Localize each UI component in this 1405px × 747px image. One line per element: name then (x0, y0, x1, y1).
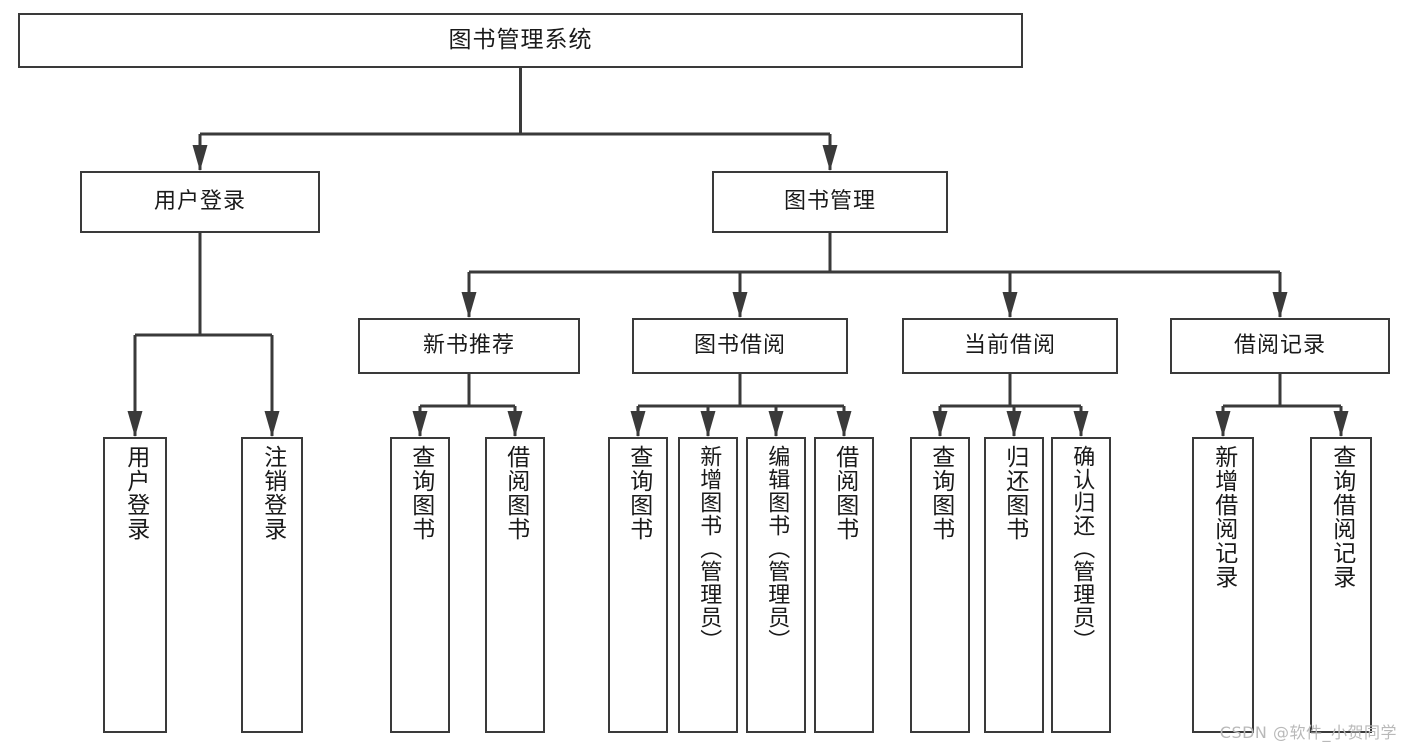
node-l-nb-borrow[interactable]: 借阅图书 (485, 437, 545, 733)
node-label: 新书推荐 (422, 333, 515, 359)
watermark-label: CSDN @软件_小贺同学 (1219, 723, 1397, 742)
node-bookmgmt[interactable]: 图书管理 (712, 171, 948, 233)
node-label: 当前借阅 (963, 333, 1056, 359)
node-records[interactable]: 借阅记录 (1170, 318, 1390, 374)
node-l-login[interactable]: 用户登录 (103, 437, 167, 733)
node-label: 注销登录 (259, 445, 286, 541)
node-label: 借阅图书 (831, 445, 858, 541)
node-label: 查询图书 (407, 445, 434, 541)
node-newbook[interactable]: 新书推荐 (358, 318, 580, 374)
node-l-rc-add[interactable]: 新增借阅记录 (1192, 437, 1254, 733)
node-label: 借阅记录 (1233, 333, 1326, 359)
node-borrow[interactable]: 图书借阅 (632, 318, 848, 374)
node-l-bw-add[interactable]: 新增图书（管理员） (678, 437, 738, 733)
node-label: 确认归还（管理员） (1069, 445, 1095, 652)
node-root[interactable]: 图书管理系统 (18, 13, 1023, 68)
node-label: 用户登录 (122, 445, 149, 541)
node-label: 用户登录 (153, 189, 246, 215)
node-current[interactable]: 当前借阅 (902, 318, 1118, 374)
node-label: 图书管理 (783, 189, 876, 215)
node-label: 归还图书 (1001, 445, 1028, 541)
node-label: 新增图书（管理员） (696, 445, 722, 652)
node-l-bw-lend[interactable]: 借阅图书 (814, 437, 874, 733)
node-l-nb-query[interactable]: 查询图书 (390, 437, 450, 733)
node-l-rc-query[interactable]: 查询借阅记录 (1310, 437, 1372, 733)
node-login[interactable]: 用户登录 (80, 171, 320, 233)
node-label: 查询借阅记录 (1328, 445, 1355, 589)
node-l-cb-confirm[interactable]: 确认归还（管理员） (1051, 437, 1111, 733)
node-label: 查询图书 (625, 445, 652, 541)
node-label: 图书管理系统 (448, 26, 593, 53)
node-label: 借阅图书 (502, 445, 529, 541)
node-l-cb-query[interactable]: 查询图书 (910, 437, 970, 733)
node-l-bw-edit[interactable]: 编辑图书（管理员） (746, 437, 806, 733)
node-l-logout[interactable]: 注销登录 (241, 437, 303, 733)
node-label: 编辑图书（管理员） (764, 445, 790, 652)
node-l-cb-return[interactable]: 归还图书 (984, 437, 1044, 733)
node-l-bw-query[interactable]: 查询图书 (608, 437, 668, 733)
node-label: 查询图书 (927, 445, 954, 541)
node-label: 新增借阅记录 (1210, 445, 1237, 589)
node-label: 图书借阅 (693, 333, 786, 359)
